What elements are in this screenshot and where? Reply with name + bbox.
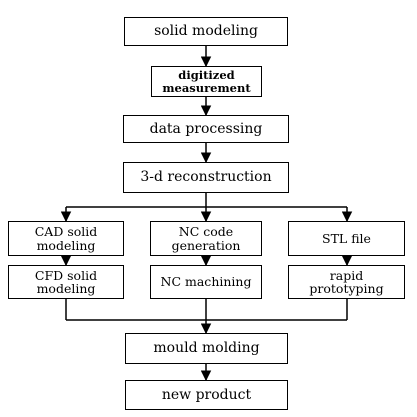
node-rapid-prototyping: rapid prototyping [288,265,405,299]
node-rapid-prototyping-label: rapid prototyping [309,267,384,296]
node-stl-file: STL file [288,221,405,256]
node-3d-reconstruction: 3-d reconstruction [123,162,289,193]
node-cad-solid-modeling-label: CAD solid modeling [34,224,98,253]
node-cfd-solid-modeling-label: CFD solid modeling [34,267,98,296]
node-nc-machining: NC machining [150,265,262,299]
node-digitized-measurement-label: digitized measurement [162,68,251,95]
node-3d-reconstruction-label: 3-d reconstruction [140,169,272,186]
node-nc-code-generation: NC code generation [150,221,262,256]
node-nc-machining-label: NC machining [160,274,252,290]
node-mould-molding-label: mould molding [153,340,260,357]
node-nc-code-generation-label: NC code generation [171,224,241,253]
node-mould-molding: mould molding [125,333,288,364]
node-cad-solid-modeling: CAD solid modeling [8,221,124,256]
node-solid-modeling-label: solid modeling [154,23,258,40]
node-cfd-solid-modeling: CFD solid modeling [8,265,124,299]
node-solid-modeling: solid modeling [124,17,288,46]
node-stl-file-label: STL file [322,230,371,246]
node-data-processing: data processing [123,115,289,143]
node-new-product: new product [125,380,288,410]
node-new-product-label: new product [161,386,252,403]
node-digitized-measurement: digitized measurement [151,66,262,97]
node-data-processing-label: data processing [149,120,263,137]
